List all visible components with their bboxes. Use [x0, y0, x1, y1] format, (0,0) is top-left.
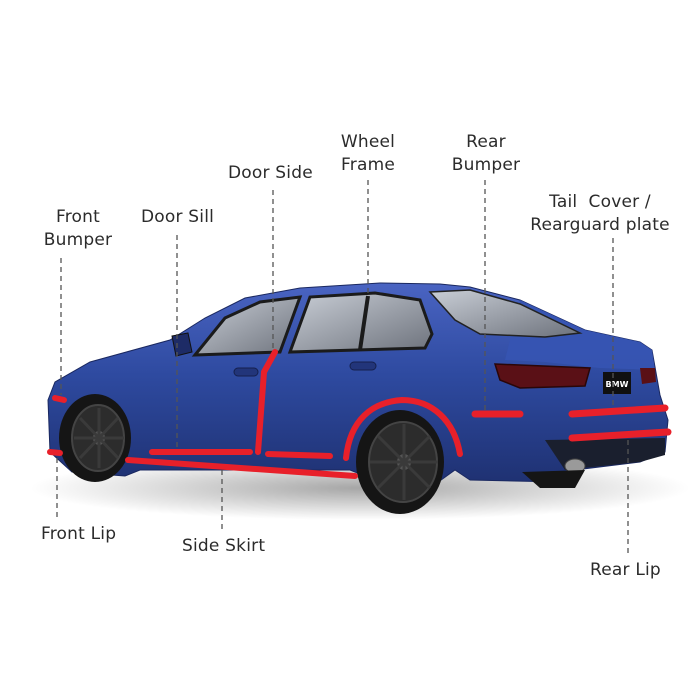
- rear-wheel: [356, 410, 444, 514]
- trim-tail-cover: [568, 404, 669, 418]
- label-wheel-frame: Wheel Frame: [340, 132, 396, 175]
- front-door-handle: [233, 367, 259, 377]
- trim-strips: [47, 349, 672, 479]
- front-side-window: [191, 295, 303, 357]
- trim-wheel-frame: [343, 396, 463, 461]
- trim-side-skirt: [125, 457, 358, 479]
- label-rear-bumper: Rear Bumper: [451, 132, 521, 175]
- license-plate: [603, 372, 631, 394]
- label-front-bumper: Front Bumper: [43, 207, 113, 250]
- label-rear-lip: Rear Lip: [590, 560, 661, 580]
- far-rear-wheel: [522, 470, 585, 488]
- tail-light: [493, 363, 591, 389]
- leader-lines: [56, 180, 629, 555]
- label-side-skirt: Side Skirt: [182, 536, 266, 556]
- window-pillar: [358, 295, 370, 351]
- trim-rear-lip: [568, 428, 672, 442]
- rear-diffuser: [545, 438, 665, 470]
- trim-front-lip: [47, 449, 63, 456]
- trim-front-bumper: [52, 395, 67, 403]
- plate-text: BMW: [606, 380, 629, 389]
- rear-side-window: [287, 291, 434, 354]
- label-front-lip: Front Lip: [41, 524, 117, 544]
- label-tail-cover: Tail Cover / Rearguard plate: [530, 192, 670, 235]
- rear-windshield: [428, 289, 583, 338]
- side-mirror: [171, 332, 193, 357]
- rear-door-handle: [349, 361, 377, 371]
- trim-door-side: [255, 349, 278, 455]
- trim-door-sill: [149, 449, 333, 459]
- tail-light-right: [640, 368, 656, 384]
- front-wheel: [59, 394, 131, 482]
- label-door-sill: Door Sill: [141, 207, 215, 227]
- label-door-side: Door Side: [228, 163, 313, 183]
